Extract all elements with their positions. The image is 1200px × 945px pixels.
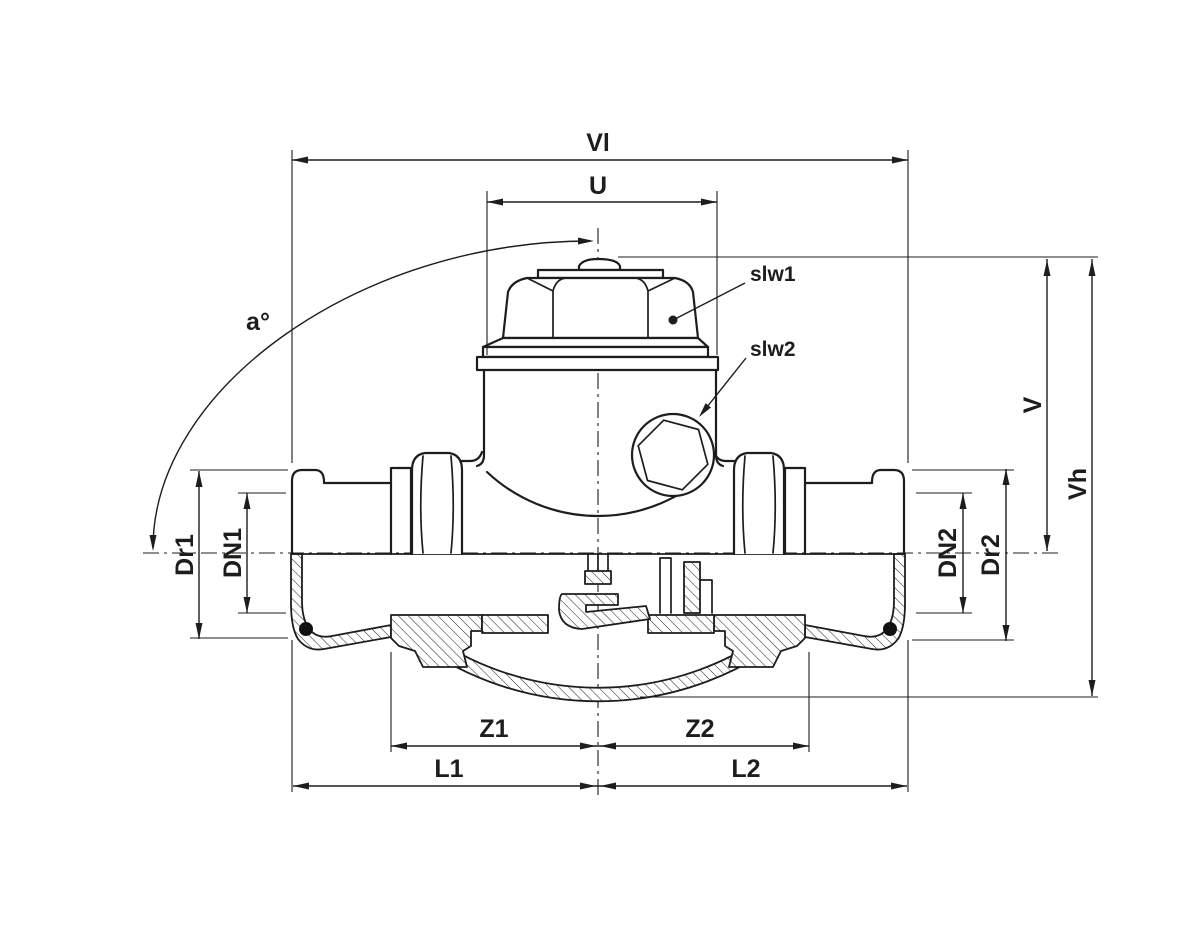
right-step-ring	[783, 466, 807, 556]
dim-dn2	[959, 493, 967, 613]
left-union-nut-facets	[419, 455, 455, 554]
label-dn1: DN1	[219, 528, 247, 578]
valve-seat-hook	[558, 593, 651, 630]
bonnet-collar	[475, 355, 720, 372]
label-slw1: slw1	[750, 263, 796, 286]
label-u: U	[589, 172, 607, 200]
right-port-section	[647, 614, 715, 634]
label-dr2: Dr2	[977, 534, 1005, 576]
ext-dr2	[912, 469, 1014, 641]
bonnet-band	[481, 345, 710, 359]
dim-dn1	[243, 493, 251, 613]
right-union-nut-facets	[741, 455, 777, 554]
dim-l1-l2	[293, 782, 907, 790]
valve-elevation	[290, 257, 906, 556]
washer-plate	[536, 268, 665, 280]
label-z1: Z1	[479, 715, 508, 743]
label-v: V	[1019, 396, 1047, 413]
right-union-nut	[732, 451, 786, 556]
dim-angle-arc	[149, 237, 594, 551]
left-port-section	[481, 614, 549, 634]
ext-u	[486, 191, 718, 355]
dim-z1-z2	[391, 742, 809, 750]
callout-slw2-leader	[699, 357, 747, 417]
bonnet-right-wall	[714, 368, 725, 468]
hex-boss-circle	[630, 412, 716, 498]
left-step-ring	[389, 466, 413, 556]
dim-vl	[292, 156, 908, 164]
label-l1: L1	[434, 755, 463, 783]
left-union-nut	[410, 451, 464, 556]
callout-slw1-leader	[668, 282, 746, 325]
internal-valve-parts	[558, 553, 713, 630]
left-sleeve-elevation	[290, 468, 393, 556]
label-vl: Vl	[586, 129, 610, 157]
ext-dr1	[190, 469, 288, 639]
dimensions	[149, 150, 1098, 792]
dim-dr1	[195, 471, 203, 639]
label-slw2: slw2	[750, 338, 796, 361]
bonnet-skirt	[481, 336, 710, 349]
sectioned-lower-half	[290, 553, 906, 703]
bonnet-left-wall	[475, 368, 486, 468]
label-z2: Z2	[685, 715, 714, 743]
left-o-ring	[299, 622, 313, 636]
dim-dr2	[1002, 469, 1010, 641]
top-hex-nut-facets	[526, 277, 676, 339]
label-dn2: DN2	[934, 528, 962, 578]
right-o-ring	[883, 622, 897, 636]
label-vh: Vh	[1064, 468, 1092, 500]
label-l2: L2	[731, 755, 760, 783]
dim-v	[1043, 259, 1051, 551]
right-sleeve-elevation	[803, 468, 906, 556]
spindle-cap	[577, 257, 622, 272]
dim-u	[487, 198, 717, 206]
label-dr1: Dr1	[171, 534, 199, 576]
hex-boss	[630, 412, 716, 498]
ext-z	[390, 652, 810, 752]
left-neck	[460, 450, 484, 463]
labels: Vl U V Vh Dr1 DN1 DN2 Dr2 Z1 Z2 L1 L2 a°…	[171, 129, 1092, 783]
ext-dn1	[238, 492, 286, 614]
label-angle: a°	[246, 308, 270, 336]
top-hex-nut	[501, 276, 700, 340]
hex-boss-hexagon	[637, 419, 709, 491]
dim-vh	[1088, 259, 1096, 696]
